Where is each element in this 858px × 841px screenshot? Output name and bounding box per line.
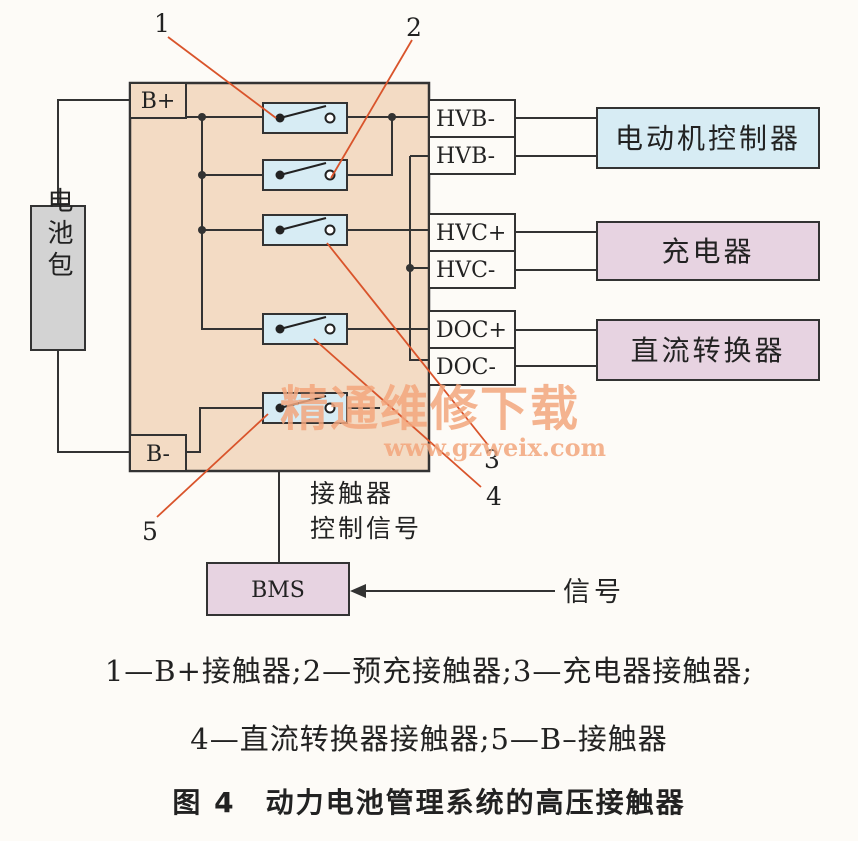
contactor-3 xyxy=(262,214,348,246)
port-hvc-plus: HVC+ xyxy=(436,221,506,246)
contactor-signal-label-1: 接触器 xyxy=(310,479,394,508)
battery-pack xyxy=(30,205,86,351)
contactor-5 xyxy=(262,392,348,424)
port-hvb-minus-1: HVB- xyxy=(436,107,495,132)
watermark-url: www.gzweix.com xyxy=(383,433,606,462)
legend-line-1: 1—B+接触器;2—预充接触器;3—充电器接触器; xyxy=(104,654,754,688)
dc-converter-box xyxy=(596,319,820,381)
contactor-2 xyxy=(262,159,348,191)
callout-2: 2 xyxy=(406,13,422,42)
watermark-text: 精通维修下载 xyxy=(280,381,580,437)
port-doc-minus: DOC- xyxy=(436,355,496,380)
contactor-signal-label-2: 控制信号 xyxy=(310,514,422,543)
callouts xyxy=(156,36,489,518)
port-hvc-minus: HVC- xyxy=(436,258,495,283)
callout-5: 5 xyxy=(142,517,158,546)
motor-controller-label: 电动机控制器 xyxy=(615,122,801,155)
charger-box xyxy=(596,221,820,281)
b-plus-terminal xyxy=(129,82,187,119)
output-ports: HVB- HVB- HVC+ HVC- DOC+ DOC- xyxy=(428,99,516,386)
port-doc-plus: DOC+ xyxy=(436,318,507,343)
bms-box xyxy=(206,562,350,616)
contactor-1 xyxy=(262,102,348,134)
figure-title: 图 4 动力电池管理系统的高压接触器 xyxy=(172,786,686,819)
bms-label: BMS xyxy=(251,578,305,603)
dc-converter-label: 直流转换器 xyxy=(630,334,785,367)
legend-line-2: 4—直流转换器接触器;5—B–接触器 xyxy=(190,722,668,756)
callout-4: 4 xyxy=(486,482,502,511)
b-plus-label: B+ xyxy=(141,89,176,114)
battery-pack-label: 电池包 xyxy=(43,187,73,283)
contactor-4 xyxy=(262,313,348,345)
battery-wire xyxy=(57,99,130,453)
b-minus-terminal xyxy=(129,434,187,472)
callout-3: 3 xyxy=(484,445,500,474)
motor-controller-box xyxy=(596,107,820,169)
external-wiring xyxy=(515,117,597,367)
charger-label: 充电器 xyxy=(661,235,754,268)
b-minus-label: B- xyxy=(146,442,170,467)
signal-label: 信号 xyxy=(563,577,625,608)
callout-1: 1 xyxy=(154,9,170,38)
port-hvb-minus-2: HVB- xyxy=(436,144,495,169)
